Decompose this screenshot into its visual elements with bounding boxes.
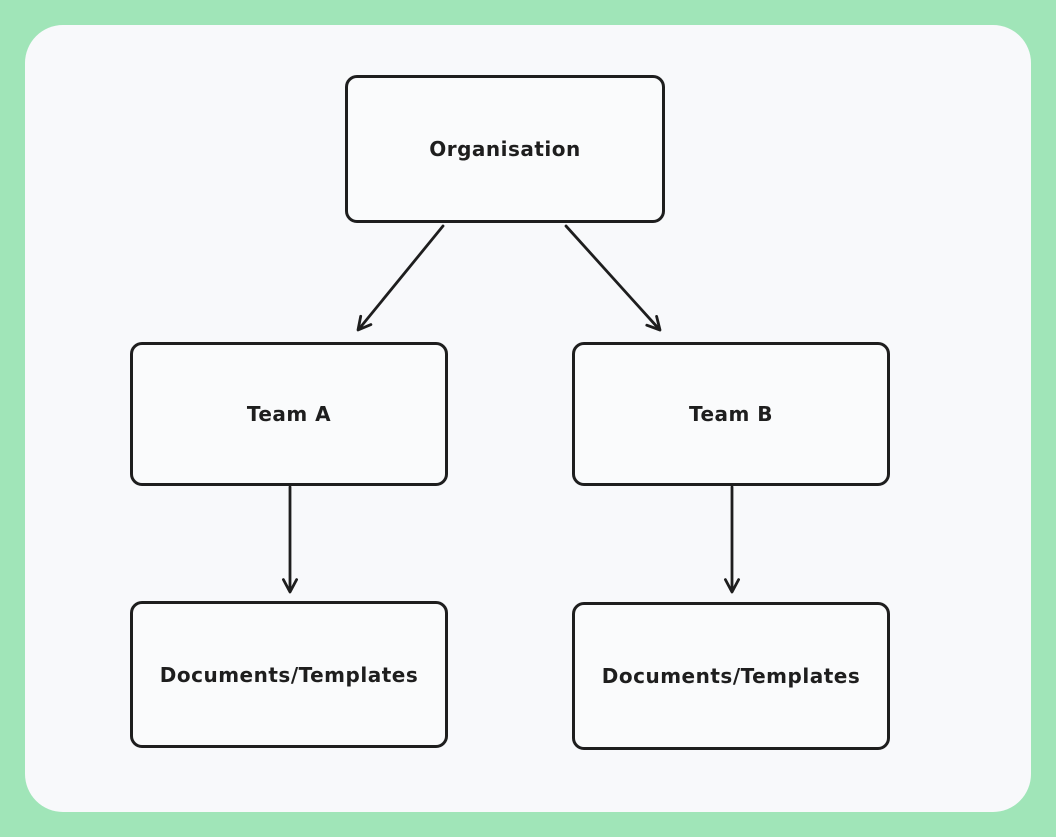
node-team-b-label: Team B <box>688 402 774 426</box>
node-documents-templates-a-label: Documents/Templates <box>159 662 419 687</box>
node-documents-templates-b: Documents/Templates <box>572 602 890 750</box>
node-documents-templates-b-label: Documents/Templates <box>601 664 861 688</box>
node-team-a: Team A <box>130 342 448 486</box>
node-documents-templates-a: Documents/Templates <box>130 601 448 748</box>
node-organisation-label: Organisation <box>429 137 581 161</box>
node-team-a-label: Team A <box>246 402 332 426</box>
node-organisation: Organisation <box>345 75 665 223</box>
node-team-b: Team B <box>572 342 890 486</box>
